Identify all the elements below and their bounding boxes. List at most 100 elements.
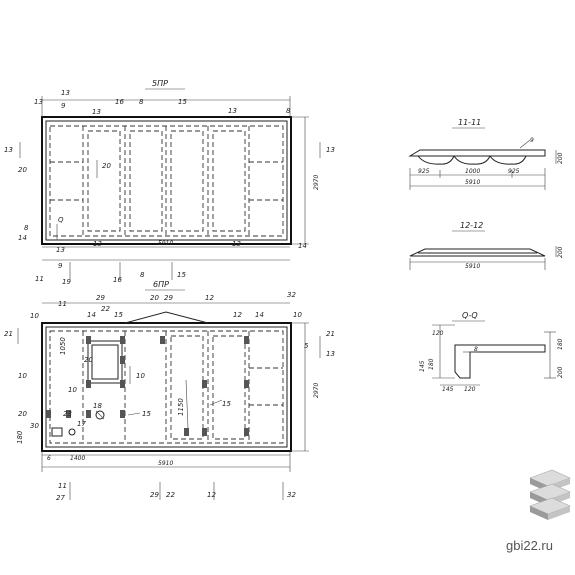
- mark-13-right: 13: [326, 146, 335, 154]
- mark-20-center: 20: [102, 162, 111, 170]
- top-width-dim: 5910: [158, 240, 173, 247]
- mark-15-b2: 15: [222, 400, 231, 408]
- sec1-overall-dim: 5910: [465, 179, 480, 186]
- gbi22-logo: gbi22.ru: [506, 469, 571, 553]
- mark-20-top: 20: [150, 294, 159, 302]
- qq-dim-a: 120: [432, 330, 444, 337]
- mark-13-left2: 13: [4, 146, 13, 154]
- section-11-11: 11-11 9 925 1000 925 5910 200: [408, 118, 564, 190]
- stack-icon: [529, 469, 571, 520]
- section-2-title: 12-12: [460, 221, 483, 230]
- top-slab-outline: [41, 116, 292, 245]
- mark-14-top2: 14: [255, 311, 264, 319]
- mark-5-right: 5: [304, 342, 309, 350]
- mark-11-top: 11: [58, 300, 67, 308]
- mark-22-bot: 22: [166, 491, 175, 499]
- mark-15-b: 15: [142, 410, 151, 418]
- mark-21-right: 21: [326, 330, 335, 338]
- mark-13-right-b: 13: [326, 350, 335, 358]
- mark-13-bot: 13: [56, 246, 65, 254]
- qq-dim-d: 180: [428, 358, 435, 370]
- sec1-label-mark: 9: [530, 137, 534, 144]
- mark-16-bot: 16: [113, 276, 122, 284]
- sec2-height-dim: 200: [557, 246, 564, 258]
- qq-dim-bot-b: 120: [464, 386, 476, 393]
- bottom-plan: 6ПР 29 29 20 12 32 10 11 14 22 15 12 14 …: [4, 280, 335, 502]
- mark-6-bot: 6: [47, 455, 51, 462]
- qq-dim-c: 145: [419, 360, 426, 372]
- bottom-height-dim: 2970: [313, 383, 320, 398]
- section-3-title: Q-Q: [462, 311, 478, 320]
- mark-20-opening: 20: [84, 356, 93, 364]
- sec1-left-dim: 925: [418, 168, 430, 175]
- mark-14-br: 14: [298, 242, 307, 250]
- mark-13-bot2: 13: [93, 240, 102, 248]
- mark-29-top2: 29: [164, 294, 173, 302]
- dim-680: 180: [16, 430, 24, 444]
- qq-dim-label: 8: [474, 346, 478, 353]
- mark-12-top2: 12: [233, 311, 242, 319]
- mark-27-bot: 27: [56, 494, 65, 502]
- mark-23-b: 23: [63, 410, 72, 418]
- qq-dim-right-b: 200: [557, 366, 564, 378]
- mark-13-bot3: 13: [232, 240, 241, 248]
- mark-29-top: 29: [96, 294, 105, 302]
- bottom-plan-title: 6ПР: [153, 280, 169, 289]
- mark-17-b: 17: [77, 420, 86, 428]
- mark-21-left: 21: [4, 330, 13, 338]
- mark-12-top: 12: [205, 294, 214, 302]
- mark-10-tr: 10: [293, 311, 302, 319]
- mark-10-mid: 10: [136, 372, 145, 380]
- qq-dim-right-a: 180: [557, 338, 564, 350]
- top-plan-title: 5ПР: [152, 79, 168, 88]
- mark-14-bl: 14: [18, 234, 27, 242]
- sec2-overall-dim: 5910: [465, 263, 480, 270]
- top-height-dim: 2970: [313, 175, 320, 190]
- qq-dim-bot-a: 145: [442, 386, 454, 393]
- sec1-right-dim: 925: [508, 168, 520, 175]
- section-q-q: Q-Q 8 120 145 180 145 120 180 200: [419, 311, 564, 393]
- brand-site[interactable]: gbi22.ru: [506, 538, 553, 553]
- section-1-title: 11-11: [458, 118, 481, 127]
- sec1-mid-dim: 1000: [465, 168, 480, 175]
- mark-32-bot: 32: [287, 491, 296, 499]
- mark-9-top: 9: [61, 102, 66, 110]
- mark-10-left: 10: [18, 372, 27, 380]
- mark-32-top: 32: [287, 291, 296, 299]
- mark-10-b: 10: [68, 386, 77, 394]
- mark-15-top: 15: [178, 98, 187, 106]
- mark-22-top: 22: [101, 305, 110, 313]
- mark-9-bot: 9: [58, 262, 63, 270]
- dim-1050: 1050: [59, 337, 67, 355]
- mark-8-bl: 8: [24, 224, 29, 232]
- mark-12-bot: 12: [207, 491, 216, 499]
- mark-16-top: 16: [115, 98, 124, 106]
- mark-14-top: 14: [87, 311, 96, 319]
- mark-13-top2: 13: [92, 108, 101, 116]
- mark-19-bot: 19: [62, 278, 71, 286]
- mark-10-tl: 10: [30, 312, 39, 320]
- dim-1150: 1150: [177, 398, 185, 416]
- sec1-height-dim: 200: [557, 152, 564, 164]
- mark-8-top: 8: [139, 98, 144, 106]
- mark-11-bot-b: 11: [58, 482, 67, 490]
- mark-20-left-b: 20: [18, 410, 27, 418]
- mark-13-top3: 13: [228, 107, 237, 115]
- section-12-12: 12-12 5910 200: [409, 221, 564, 270]
- bottom-width-dim: 5910: [158, 460, 173, 467]
- mark-29-bot: 29: [150, 491, 159, 499]
- bottom-slab-outline: [41, 322, 292, 452]
- top-plan: 5ПР 13 13 9 13 16 8 15 13 8 13: [4, 79, 335, 286]
- mark-18-b: 18: [93, 402, 102, 410]
- mark-15-bot: 15: [177, 271, 186, 279]
- mark-13-left: 13: [34, 98, 43, 106]
- opening: [87, 340, 123, 384]
- mark-30-b: 30: [30, 422, 39, 430]
- mark-13-top: 13: [61, 89, 70, 97]
- mark-Q-bl: Q: [58, 216, 64, 224]
- mark-11-bot: 11: [35, 275, 44, 283]
- mark-8-bot: 8: [140, 271, 145, 279]
- mark-15-top-b: 15: [114, 311, 123, 319]
- mark-20-left: 20: [18, 166, 27, 174]
